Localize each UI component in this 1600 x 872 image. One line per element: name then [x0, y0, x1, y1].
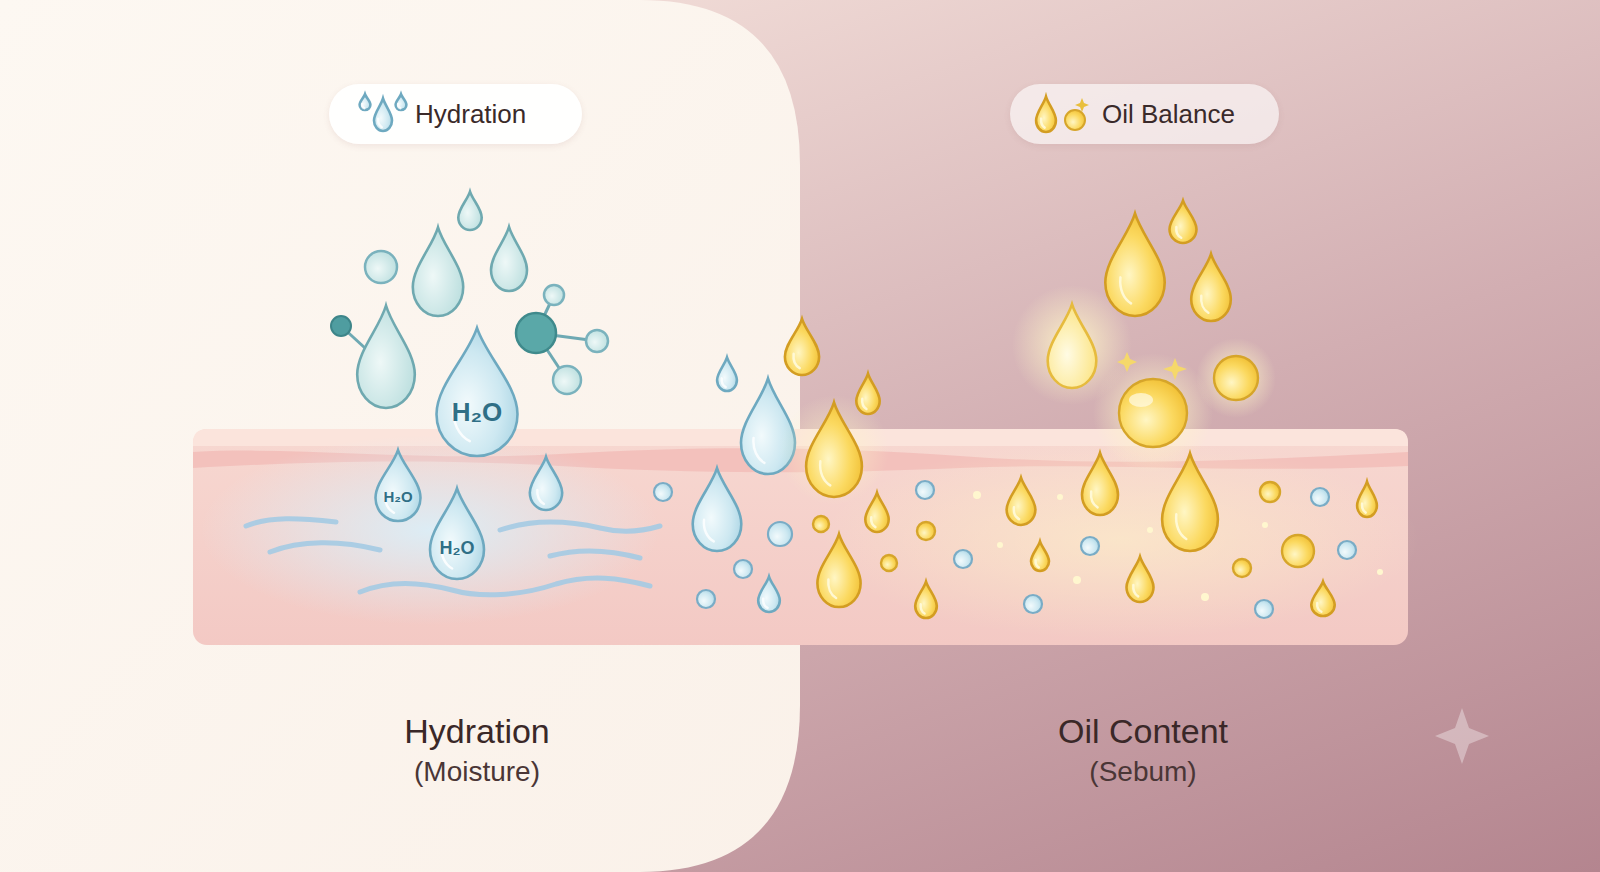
droplet-label: H₂O [432, 399, 522, 425]
legend-pill: Hydration [329, 84, 582, 144]
droplet-outline [427, 487, 487, 579]
section-subtitle: (Sebum) [943, 757, 1343, 788]
section-title: Oil Content [943, 713, 1343, 750]
water-droplet: H₂O [427, 487, 487, 579]
water-droplet: H₂O [373, 449, 423, 521]
droplet-shape [430, 488, 484, 579]
section-title: Hydration [277, 713, 677, 750]
droplet-label: H₂O [373, 489, 423, 504]
pill-label: Hydration [415, 99, 526, 130]
droplet-outline [373, 449, 423, 521]
pill-label: Oil Balance [1102, 99, 1235, 130]
droplet-shape [376, 450, 421, 521]
droplet-label: H₂O [427, 539, 487, 557]
droplet-outline [432, 326, 522, 456]
section-subtitle: (Moisture) [277, 757, 677, 788]
legend-pill: Oil Balance [1010, 84, 1279, 144]
water-droplet: H₂O [432, 326, 522, 456]
droplet-shape [437, 328, 518, 456]
